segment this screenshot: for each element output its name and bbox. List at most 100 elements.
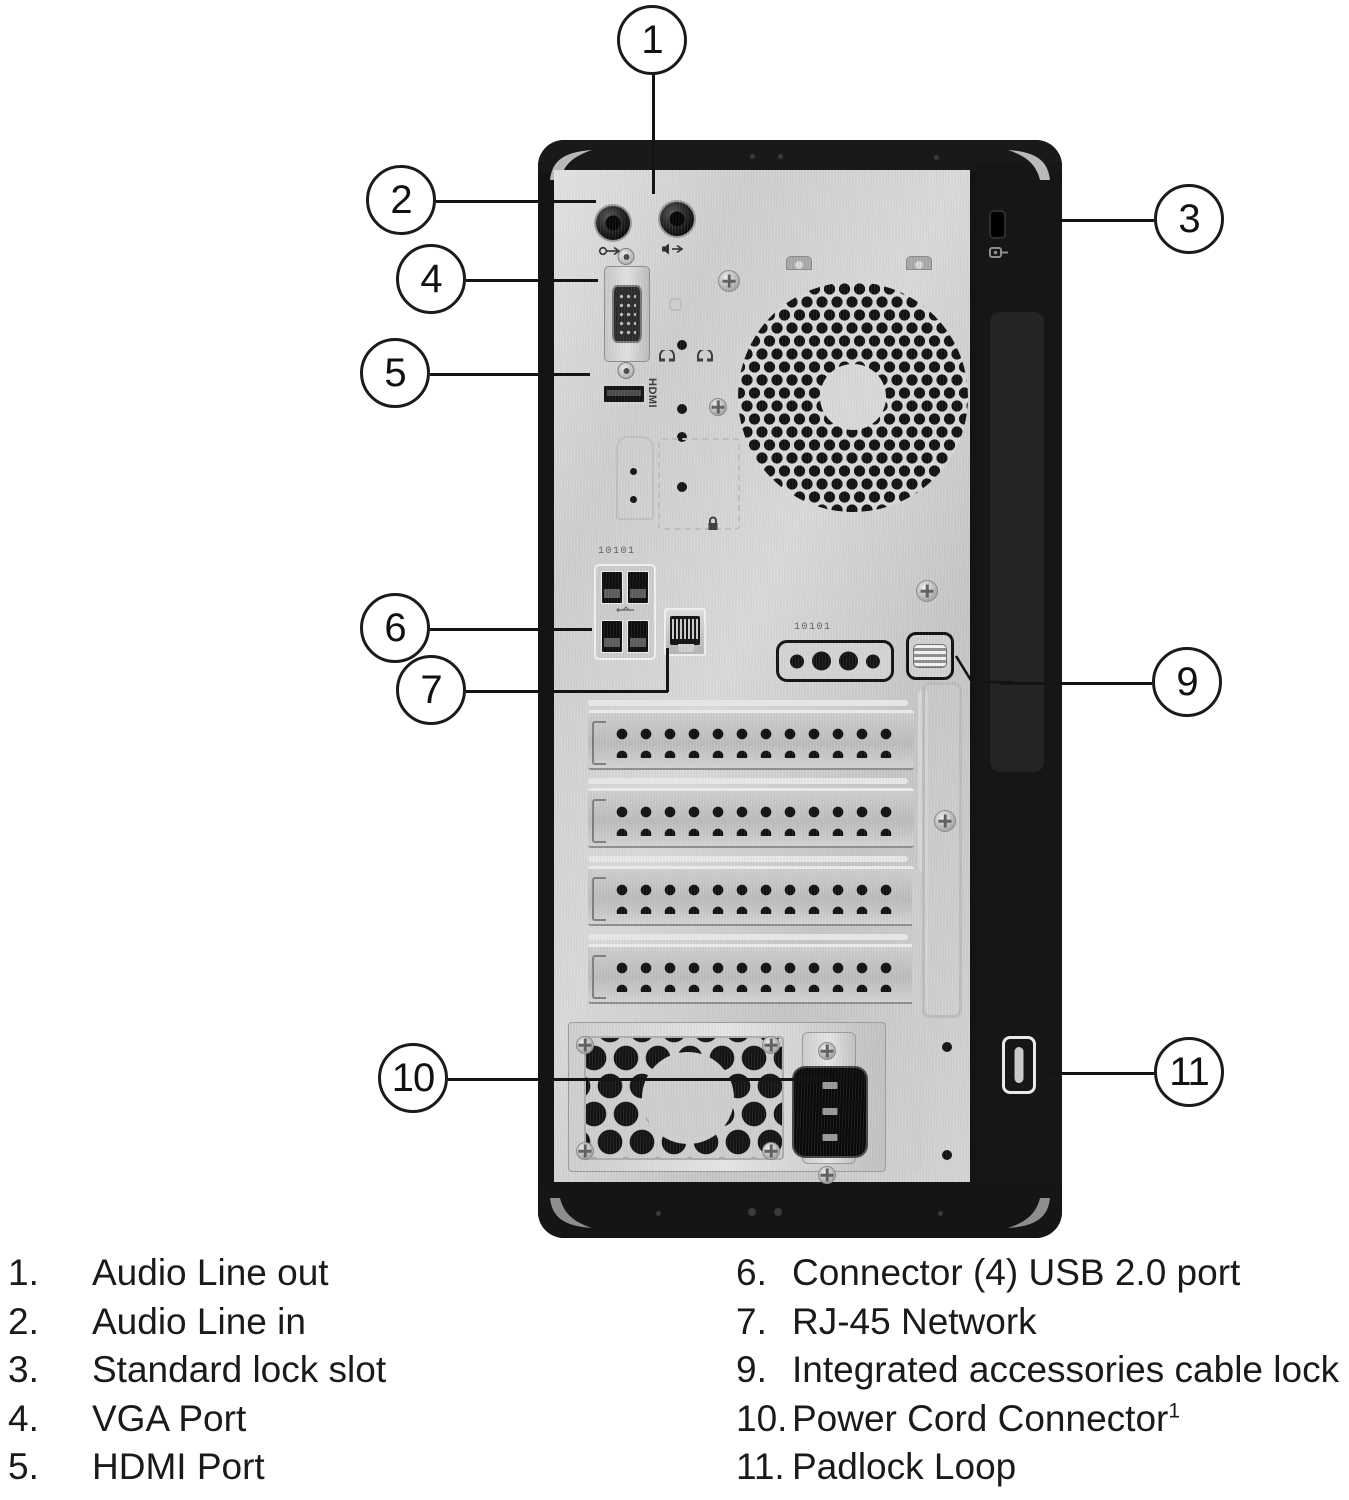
callout-3[interactable]: 3 [1154, 184, 1224, 254]
slot-retention-tab [592, 955, 606, 999]
legend-row: 4. VGA Port [0, 1398, 700, 1447]
cpu-fan-grille [738, 282, 968, 512]
legend-row: 1. Audio Line out [0, 1252, 700, 1301]
panel-hole [677, 404, 687, 414]
leader-line-11 [1042, 1072, 1154, 1075]
leader-line-9a [1000, 682, 1152, 685]
legend-number: 10. [736, 1397, 788, 1439]
audio-line-in-icon [598, 246, 621, 256]
panel-screw [709, 398, 727, 416]
slot-vent-holes [610, 957, 894, 992]
audio-line-in-jack[interactable] [596, 206, 630, 240]
usb-port-4[interactable] [627, 620, 649, 653]
legend-number: 2. [8, 1300, 39, 1342]
rj45-network-port[interactable] [664, 608, 706, 656]
panel-hole [677, 340, 687, 350]
bezel-screw [778, 154, 783, 159]
computer-chassis: HDMI 10101 [538, 140, 1062, 1238]
audio-line-out-jack[interactable] [660, 202, 694, 236]
callout-9[interactable]: 9 [1152, 647, 1222, 717]
legend-row: 9. Integrated accessories cable lock [700, 1349, 1349, 1398]
expansion-slot-1[interactable] [588, 710, 914, 770]
legend: 1. Audio Line out 2. Audio Line in 3. St… [0, 1252, 1349, 1500]
leader-line-10 [448, 1078, 830, 1081]
leader-line-6 [430, 628, 592, 631]
power-inlet-bracket [802, 1032, 856, 1164]
callout-5[interactable]: 5 [360, 338, 430, 408]
slot-retention-tab [592, 721, 606, 765]
leader-line-2 [436, 200, 596, 203]
vga-pins [618, 292, 636, 336]
callout-11[interactable]: 11 [1154, 1037, 1224, 1107]
padlock-loop[interactable] [1002, 1036, 1036, 1094]
slot-retention-tab [592, 799, 606, 843]
standard-lock-slot[interactable] [991, 212, 1004, 237]
slot-vent-holes [610, 879, 894, 914]
leader-line-5 [430, 373, 590, 376]
legend-number: 7. [736, 1300, 767, 1342]
psu-screw [576, 1036, 594, 1054]
psu-screw [818, 1042, 836, 1060]
panel-hole [677, 482, 687, 492]
legend-row: 11. Padlock Loop [700, 1446, 1349, 1495]
power-cord-connector[interactable] [794, 1068, 866, 1156]
legend-number: 9. [736, 1349, 767, 1390]
callout-1[interactable]: 1 [617, 5, 687, 75]
slot-vent-holes [610, 801, 894, 836]
legend-label: Standard lock slot [92, 1349, 387, 1390]
legend-row: 7. RJ-45 Network [700, 1301, 1349, 1350]
top-bezel [538, 140, 1062, 172]
lock-slot-icon [989, 247, 1008, 258]
expansion-slot-3[interactable] [588, 866, 914, 926]
vga-label-icon [669, 298, 682, 311]
audio-line-out-icon [662, 243, 684, 255]
psu-faceplate [568, 1022, 886, 1172]
legend-label: Audio Line in [92, 1300, 306, 1342]
callout-2[interactable]: 2 [366, 165, 436, 235]
slot-retainer-bracket[interactable] [922, 682, 962, 1018]
bezel-screw [750, 154, 755, 159]
headphone-icon [697, 350, 713, 362]
usb-port-3[interactable] [601, 620, 623, 653]
bottom-bezel [538, 1182, 1062, 1238]
legend-number: 6. [736, 1252, 767, 1293]
rj45-contacts [672, 619, 698, 639]
power-pin-neutral [822, 1134, 838, 1141]
panel-cutout-outline [616, 436, 654, 520]
serial-area-marking: 10101 [794, 622, 832, 633]
slot-vent-holes [610, 723, 894, 758]
legend-label: Integrated accessories cable lock [792, 1349, 1340, 1390]
padlock-loop-slot [1014, 1047, 1024, 1083]
vga-thumbscrew [617, 248, 635, 265]
callout-6[interactable]: 6 [360, 593, 430, 663]
chassis-rail [912, 870, 922, 1170]
callout-10[interactable]: 10 [378, 1043, 448, 1113]
slot-rail [588, 700, 908, 706]
expansion-slot-4[interactable] [588, 944, 914, 1004]
usb-port-2[interactable] [627, 571, 649, 604]
legend-number: 1. [8, 1252, 39, 1293]
slot-retainer-bar [918, 690, 928, 1010]
bezel-screw [748, 1208, 756, 1216]
legend-row: 2. Audio Line in [0, 1301, 700, 1350]
psu-screw [818, 1166, 836, 1184]
panel-hole [630, 468, 637, 475]
leader-line-1 [652, 70, 655, 194]
panel-hole [942, 1042, 952, 1052]
callout-7[interactable]: 7 [396, 655, 466, 725]
panel-screw [916, 580, 938, 602]
usb-logo-icon [616, 606, 634, 612]
leader-line-4 [466, 279, 598, 282]
vga-port[interactable] [604, 266, 650, 362]
bezel-screw [938, 1211, 943, 1216]
hdmi-port[interactable] [602, 384, 646, 404]
usb-port-1[interactable] [601, 571, 623, 604]
fan-standoff [906, 256, 932, 270]
leader-line-7a [466, 690, 668, 693]
expansion-slot-2[interactable] [588, 788, 914, 848]
usb-port-group[interactable] [594, 564, 656, 660]
callout-4[interactable]: 4 [396, 244, 466, 314]
legend-row: 3. Standard lock slot [0, 1349, 700, 1398]
serial-connector[interactable] [776, 640, 894, 682]
legend-label: Audio Line out [92, 1252, 329, 1293]
